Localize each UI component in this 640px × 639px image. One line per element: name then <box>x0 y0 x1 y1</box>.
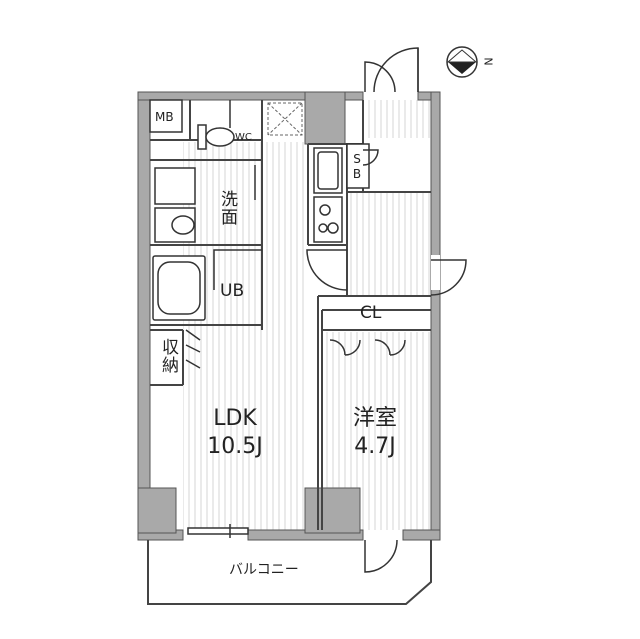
balcony-outline <box>147 540 432 605</box>
ldk-floor <box>183 142 308 530</box>
washroom-label: 洗面 <box>217 190 237 226</box>
kitchen-sink-icon <box>313 147 343 194</box>
compass-letter: N <box>482 57 496 66</box>
interior-walls <box>150 100 431 530</box>
ldk-size: 10.5J <box>207 434 263 459</box>
north-arrow-icon <box>446 46 478 78</box>
closet-label: CL <box>360 303 382 323</box>
outer-walls <box>137 91 441 541</box>
shoe-box-label: SB <box>350 152 364 182</box>
western-room-size: 4.7J <box>354 434 396 459</box>
washbasin-icon <box>154 207 196 243</box>
ldk-label: LDK 10.5J <box>200 408 270 458</box>
toilet-label: WC <box>235 132 252 143</box>
entrance-floor <box>347 192 431 296</box>
vent-icon <box>267 102 303 136</box>
meter-box <box>149 99 183 133</box>
stove-icon <box>313 196 343 243</box>
storage-label: 収納 <box>158 338 178 374</box>
western-room-name: 洋室 <box>352 406 397 431</box>
shoe-box <box>346 143 370 189</box>
western-room-label: 洋室 4.7J <box>340 408 410 458</box>
meter-box-label: MB <box>155 110 174 124</box>
balcony-label: バルコニー <box>229 562 299 578</box>
ldk-name: LDK <box>213 406 257 431</box>
doors <box>185 47 467 573</box>
bathtub-icon <box>152 255 206 321</box>
unit-bath-label: UB <box>220 281 245 301</box>
washing-machine-icon <box>154 167 196 205</box>
balcony-window <box>187 524 249 538</box>
toilet-icon <box>197 124 235 150</box>
hall-floor <box>365 100 431 138</box>
